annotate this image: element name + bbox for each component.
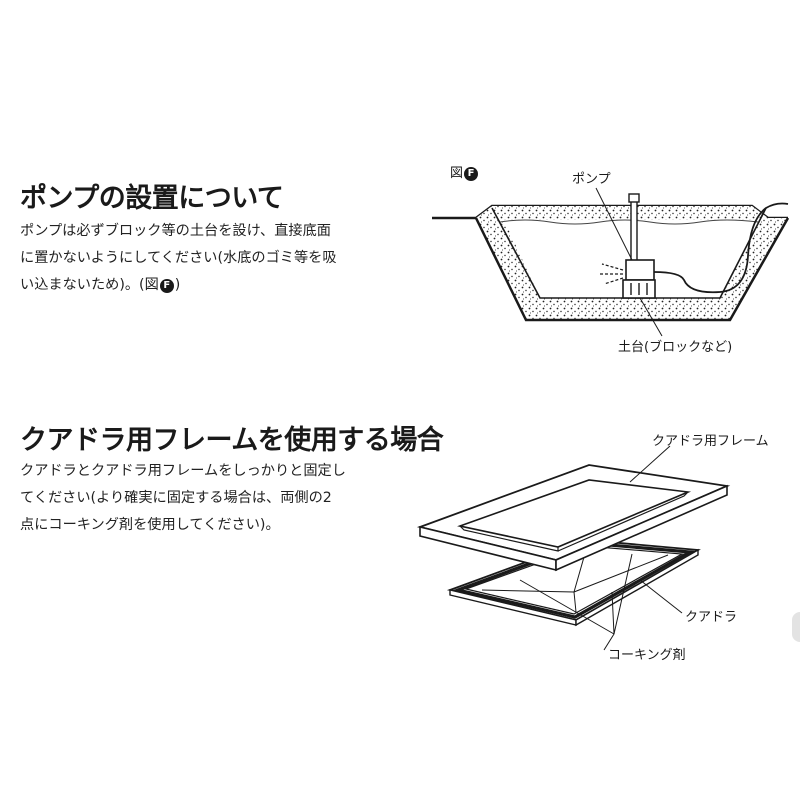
frame-assembly-diagram	[416, 445, 731, 651]
frame-body-line-3: 点にコーキング剤を使用してください)。	[20, 517, 280, 533]
intake-flow-lines	[600, 263, 624, 285]
power-cord	[653, 202, 789, 294]
water-surface	[499, 219, 759, 225]
frame-label: クアドラ用フレーム	[652, 434, 769, 449]
fountain-pipe	[630, 197, 638, 263]
pump-body-line-3-text: い込まないため)。(図	[20, 277, 159, 293]
frame-assembly-figure: クアドラ用フレーム クアドラ コーキング剤	[400, 420, 790, 680]
pump-body-line-2: に置かないようにしてください(水底のゴミ等を吸	[20, 250, 337, 266]
caulking-label: コーキング剤	[608, 648, 686, 663]
figure-label-text: 図	[450, 166, 464, 181]
pump-body-line-1: ポンプは必ずブロック等の土台を設け、直接底面	[20, 223, 331, 239]
pump-body	[625, 259, 655, 281]
pond-cross-section-diagram	[432, 187, 790, 337]
base-leader-line	[639, 297, 663, 337]
pump-leader-line	[595, 187, 633, 261]
frame-body-line-1: クアドラとクアドラ用フレームをしっかりと固定し	[20, 463, 346, 479]
frame-section-heading: クアドラ用フレームを使用する場合	[20, 425, 444, 456]
quadra-tray	[446, 539, 701, 627]
base-label: 土台(ブロックなど)	[618, 340, 733, 355]
scroll-edge-indicator	[792, 612, 800, 642]
frame-body-line-2: てください(より確実に固定する場合は、両側の2	[20, 490, 332, 506]
pump-section-body: ポンプは必ずブロック等の土台を設け、直接底面 に置かないようにしてください(水底…	[20, 218, 337, 299]
figure-ref-badge: F	[159, 279, 174, 293]
frame-leader-line	[629, 445, 671, 483]
figure-letter-badge: F	[464, 167, 479, 181]
frame-section-body: クアドラとクアドラ用フレームをしっかりと固定し てください(より確実に固定する場…	[20, 458, 346, 539]
quadra-label: クアドラ	[685, 610, 738, 625]
pump-body-line-3-close: )	[174, 277, 181, 293]
quadra-frame	[416, 464, 731, 572]
quadra-leader-line	[639, 579, 683, 614]
pump-label: ポンプ	[572, 172, 611, 187]
caulking-leader-lines	[519, 553, 633, 651]
pump-section-heading: ポンプの設置について	[20, 183, 284, 214]
